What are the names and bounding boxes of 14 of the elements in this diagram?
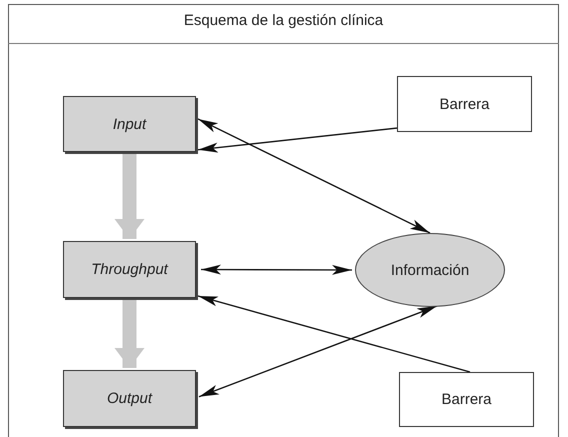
process-box: Input	[63, 96, 196, 152]
block-arrow	[114, 300, 144, 368]
block-arrow	[114, 154, 144, 239]
diagram-title: Esquema de la gestión clínica	[182, 12, 384, 29]
barrier-box: Barrera	[399, 372, 534, 427]
arrow	[198, 118, 430, 234]
barrier-box: Barrera	[397, 76, 532, 132]
process-box: Throughput	[63, 241, 196, 298]
information-ellipse: Información	[355, 233, 505, 307]
arrow	[198, 305, 438, 398]
process-box: Output	[63, 370, 196, 427]
arrow	[198, 127, 398, 153]
arrow	[201, 264, 352, 275]
arrow	[198, 295, 470, 373]
